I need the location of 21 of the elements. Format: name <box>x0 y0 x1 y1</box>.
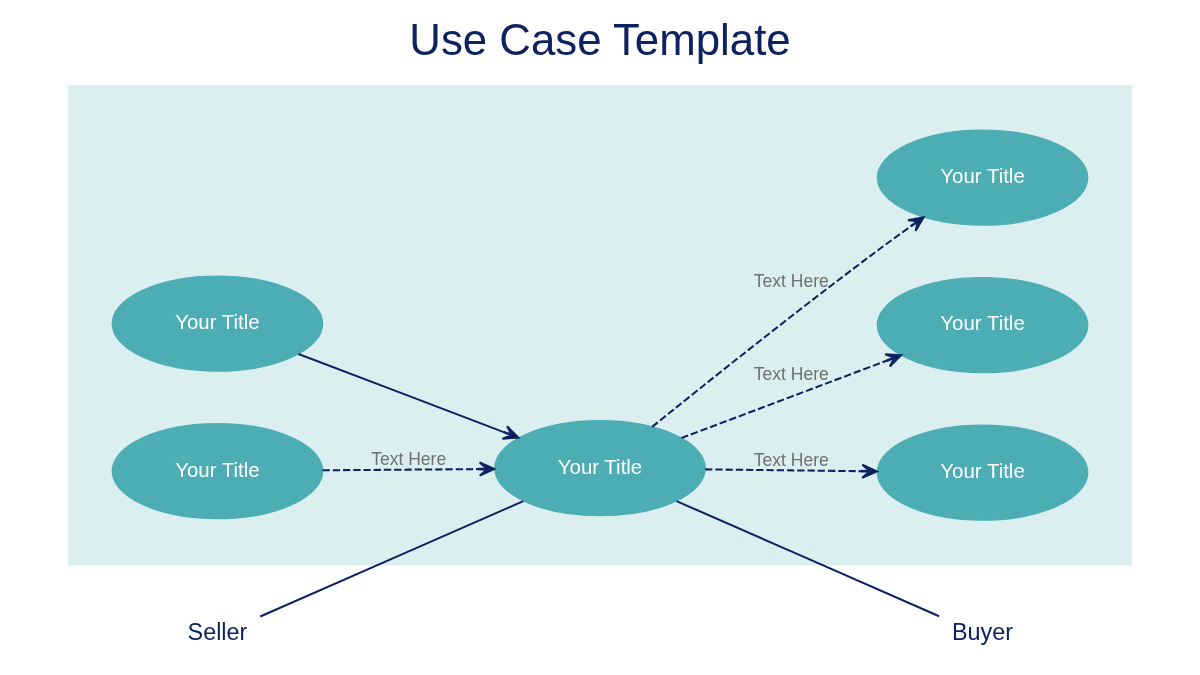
edge-label: Text Here <box>753 270 829 291</box>
arrow <box>322 461 496 477</box>
node-ellipse: Your Title <box>111 422 324 520</box>
node-ellipse: Your Title <box>876 129 1089 226</box>
arrow <box>298 352 520 440</box>
arrow <box>681 353 903 439</box>
node-ellipse: Your Title <box>876 276 1089 374</box>
edge-label: Text Here <box>371 448 447 469</box>
diagram-title: Use Case Template <box>409 14 791 64</box>
arrow <box>651 216 925 428</box>
edge-label: Text Here <box>753 363 829 384</box>
connector <box>676 500 940 618</box>
cluster <box>67 84 1133 566</box>
node-ellipse: Your Title <box>494 420 706 517</box>
node-ellipse: Your Title <box>111 275 324 372</box>
connector <box>259 500 524 618</box>
node-text: Seller <box>187 619 248 646</box>
node-ellipse: Your Title <box>876 424 1089 521</box>
edge-label: Text Here <box>753 450 829 471</box>
node-text: Buyer <box>952 619 1014 646</box>
arrow <box>705 463 878 479</box>
